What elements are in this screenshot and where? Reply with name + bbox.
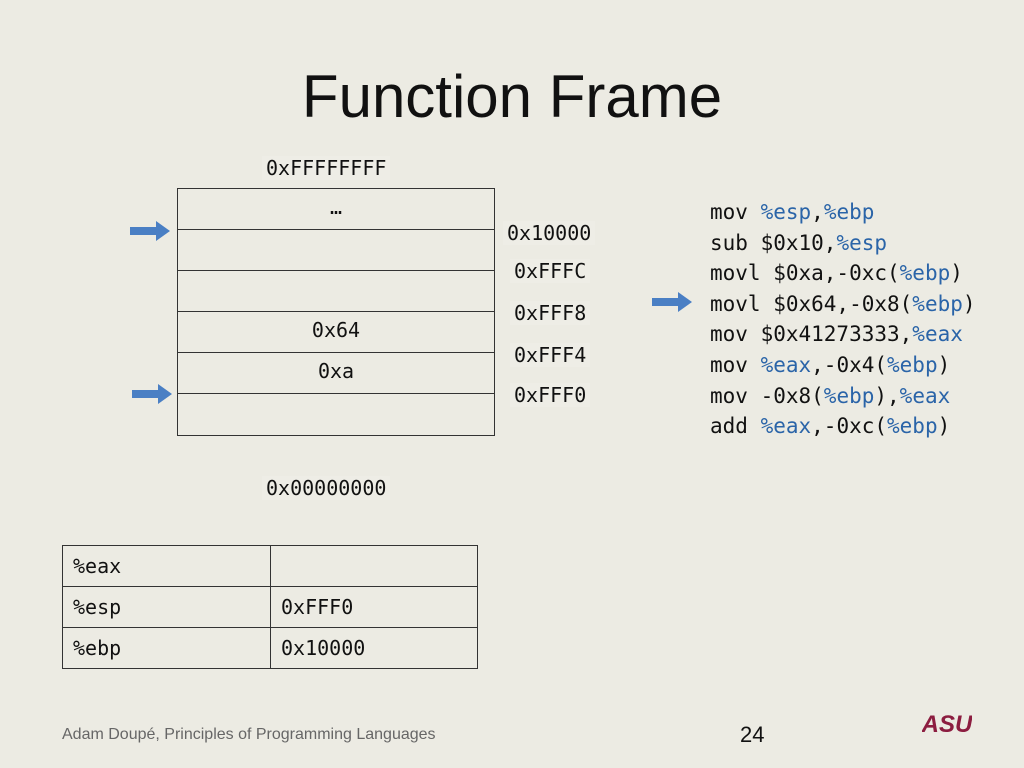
address-label-fff4: 0xFFF4 xyxy=(510,343,591,367)
code-line: sub $0x10,%esp xyxy=(710,228,976,259)
register-token: %esp xyxy=(836,230,888,255)
code-token: mov -0x8( xyxy=(710,383,824,408)
register-token: %ebp xyxy=(823,200,875,224)
address-label-fff0: 0xFFF0 xyxy=(510,383,591,407)
code-line: movl $0xa,-0xc(%ebp) xyxy=(710,258,976,289)
code-line: movl $0x64,-0x8(%ebp) xyxy=(710,289,976,320)
svg-text:ASU: ASU xyxy=(922,711,972,736)
code-token: ,-0x4( xyxy=(811,352,888,377)
table-row: %esp 0xFFF0 xyxy=(62,586,478,628)
code-token: ) xyxy=(937,414,951,439)
right-arrow-icon xyxy=(132,384,172,404)
bottom-address-label: 0x00000000 xyxy=(262,476,391,500)
address-label-10000: 0x10000 xyxy=(503,221,596,245)
asu-logo: ASU xyxy=(922,711,972,736)
address-label-fffc: 0xFFFC xyxy=(510,259,591,283)
stack-cell: … xyxy=(178,189,494,230)
table-row: %ebp 0x10000 xyxy=(62,627,478,669)
register-name: %esp xyxy=(62,586,271,628)
register-token: %eax xyxy=(760,352,812,377)
register-token: %ebp xyxy=(912,291,963,316)
register-token: %eax xyxy=(760,414,812,439)
code-token: mov $0x41273333, xyxy=(710,322,913,347)
address-label-fff8: 0xFFF8 xyxy=(510,301,591,325)
code-line: mov -0x8(%ebp),%eax xyxy=(710,381,976,412)
code-line: mov $0x41273333,%eax xyxy=(710,319,976,350)
stack-cell: 0xa xyxy=(178,353,494,394)
code-token: ,-0xc( xyxy=(811,414,888,439)
code-token: add xyxy=(710,414,761,439)
code-token: , xyxy=(811,200,824,224)
right-arrow-icon xyxy=(652,292,692,312)
register-name: %ebp xyxy=(62,627,271,669)
stack-cell xyxy=(178,394,494,435)
register-table: %eax %esp 0xFFF0 %ebp 0x10000 xyxy=(62,545,478,669)
footer-credit: Adam Doupé, Principles of Programming La… xyxy=(62,726,436,743)
register-name: %eax xyxy=(62,545,271,587)
slide-title: Function Frame xyxy=(301,63,723,130)
memory-stack: … 0x64 0xa xyxy=(177,188,495,436)
register-token: %ebp xyxy=(887,414,938,439)
table-row: %eax xyxy=(62,545,478,587)
code-token: movl $0x64,-0x8( xyxy=(710,291,913,316)
register-token: %ebp xyxy=(887,352,938,377)
code-token: movl $0xa,-0xc( xyxy=(710,261,900,286)
stack-cell xyxy=(178,230,494,271)
stack-cell: 0x64 xyxy=(178,312,494,353)
code-token: ) xyxy=(937,352,951,377)
code-token: mov xyxy=(710,200,761,224)
code-token: mov xyxy=(710,352,761,377)
register-token: %ebp xyxy=(899,261,951,286)
register-value xyxy=(270,545,478,587)
register-token: %esp xyxy=(760,200,812,224)
code-line: mov %eax,-0x4(%ebp) xyxy=(710,350,976,381)
code-token: ) xyxy=(950,261,963,286)
code-line: mov %esp,%ebp xyxy=(710,197,976,228)
code-token: ) xyxy=(962,291,976,316)
code-line: add %eax,-0xc(%ebp) xyxy=(710,411,976,442)
right-arrow-icon xyxy=(130,221,170,241)
top-address-label: 0xFFFFFFFF xyxy=(262,156,391,180)
register-token: %ebp xyxy=(823,383,875,408)
register-value: 0x10000 xyxy=(270,627,478,669)
code-token: ), xyxy=(874,383,900,408)
code-token: sub $0x10, xyxy=(710,230,837,255)
stack-cell xyxy=(178,271,494,312)
page-number: 24 xyxy=(740,722,765,747)
register-token: %eax xyxy=(899,383,951,408)
register-token: %eax xyxy=(912,322,963,347)
register-value: 0xFFF0 xyxy=(270,586,478,628)
